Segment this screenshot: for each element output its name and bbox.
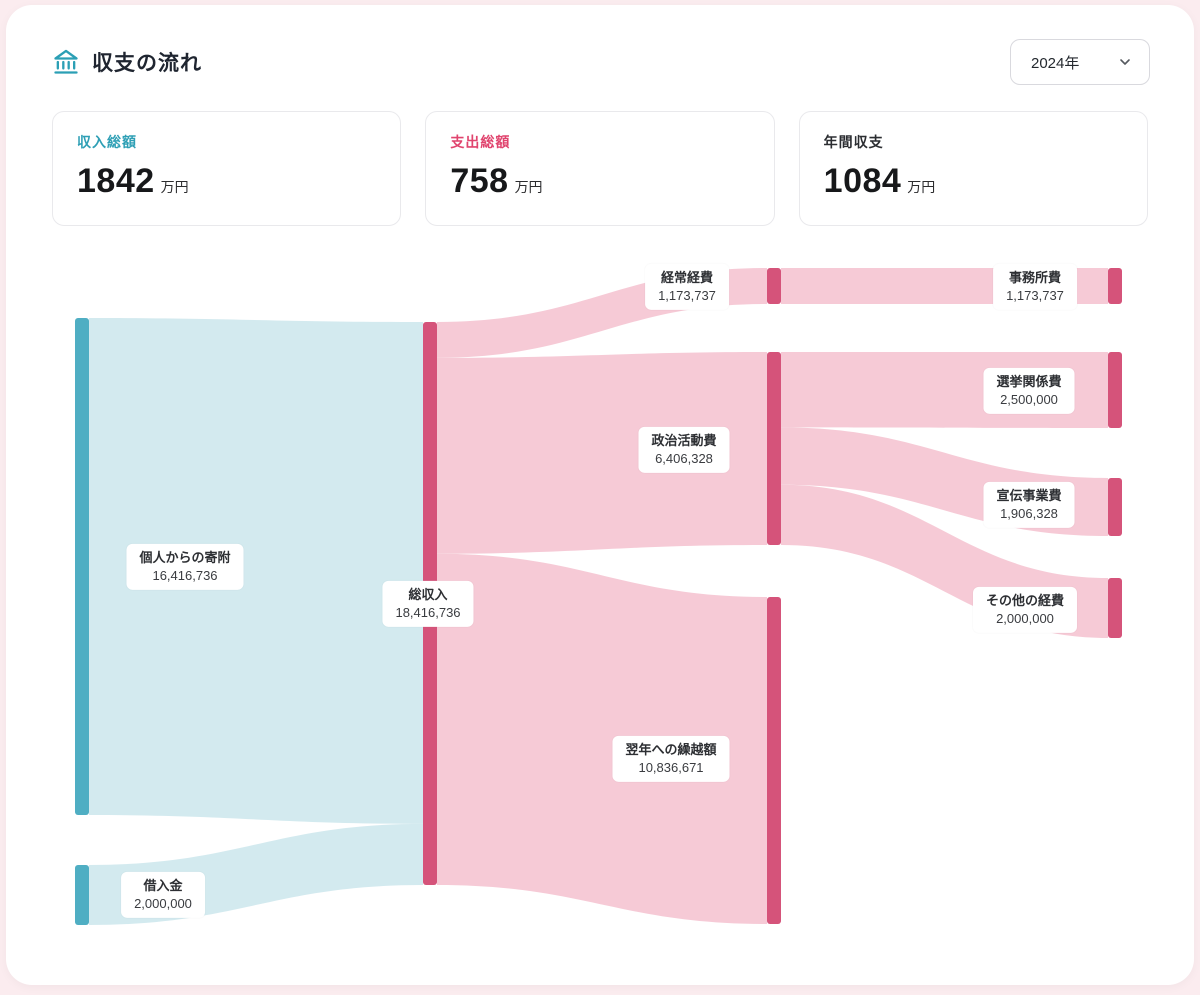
bank-icon: [52, 48, 80, 76]
card-unit: 万円: [514, 179, 543, 195]
card-label: 年間収支: [823, 134, 884, 150]
sankey-node-keijo[interactable]: [767, 268, 781, 304]
sankey-node-kurikoshi[interactable]: [767, 597, 781, 924]
year-dropdown-value: 2024年: [1031, 54, 1080, 72]
card-value: 758: [450, 162, 509, 200]
title-wrap: 収支の流れ: [52, 47, 202, 77]
card-value: 1842: [77, 162, 155, 200]
sankey-node-kojin[interactable]: [75, 318, 89, 815]
sankey-node-senden[interactable]: [1108, 478, 1122, 536]
page-title: 収支の流れ: [92, 52, 202, 75]
sankey-node-seiji[interactable]: [767, 352, 781, 545]
chevron-down-icon: [1117, 54, 1133, 70]
card-label: 収入総額: [77, 134, 137, 150]
year-dropdown[interactable]: 2024年: [1010, 39, 1150, 85]
card-label: 支出総額: [450, 134, 511, 150]
card-total-expense: 支出総額 758 万円: [425, 111, 775, 226]
main-panel: 収支の流れ 2024年 収入総額 1842 万円 支出総額 758 万円: [6, 5, 1194, 985]
card-total-income: 収入総額 1842 万円: [52, 111, 402, 226]
sankey-node-jimusho[interactable]: [1108, 268, 1122, 304]
card-unit: 万円: [160, 179, 189, 195]
sankey-node-senkyo[interactable]: [1108, 352, 1122, 428]
sankey-link-soshunyu-kurikoshi[interactable]: [437, 553, 767, 924]
sankey-link-soshunyu-seiji[interactable]: [437, 352, 767, 554]
card-value: 1084: [823, 162, 902, 200]
summary-cards: 収入総額 1842 万円 支出総額 758 万円 年間収支 1084 万円: [6, 85, 1194, 226]
sankey-link-kojin-soshunyu[interactable]: [89, 318, 423, 824]
header: 収支の流れ 2024年: [6, 5, 1194, 85]
card-unit: 万円: [907, 179, 936, 195]
card-annual-balance: 年間収支 1084 万円: [798, 111, 1148, 226]
card-value-row: 1842 万円: [77, 162, 376, 201]
sankey-node-kariire[interactable]: [75, 865, 89, 925]
sankey-node-sonota[interactable]: [1108, 578, 1122, 638]
card-value-row: 1084 万円: [824, 162, 1123, 201]
card-value-row: 758 万円: [450, 162, 749, 201]
